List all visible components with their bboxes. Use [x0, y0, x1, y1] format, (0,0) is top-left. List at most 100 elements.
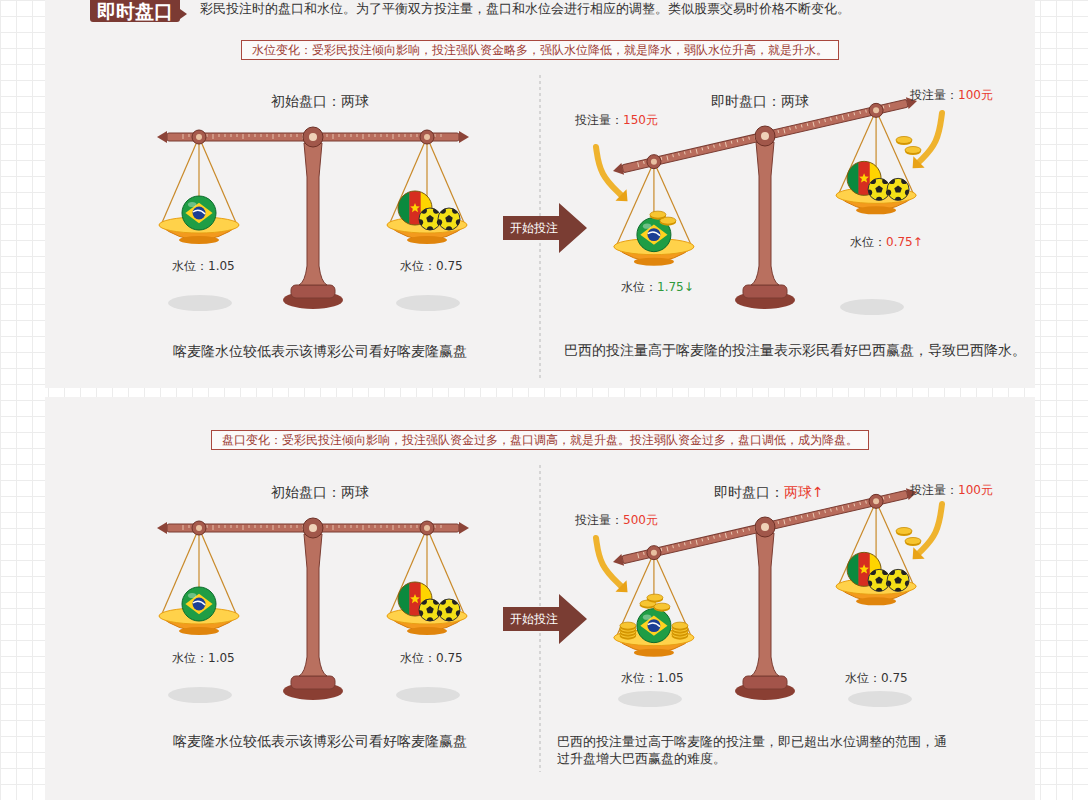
coin — [905, 538, 921, 545]
ball-patch — [885, 190, 891, 196]
intro-text: 彩民投注时的盘口和水位。为了平衡双方投注量，盘口和水位会进行相应的调整。类似股票… — [200, 1, 850, 18]
flag-stripe — [847, 552, 859, 586]
scale-pan — [159, 528, 239, 635]
beam-tick — [237, 525, 238, 528]
flag-band — [193, 601, 205, 605]
ball-patch — [870, 569, 876, 575]
beam-pivot — [755, 126, 775, 146]
beam-tick — [297, 525, 298, 528]
flag-stripe — [847, 161, 859, 195]
beam-tick — [836, 116, 838, 119]
beam-tick — [836, 507, 838, 510]
scale-pan — [836, 110, 916, 214]
beam-tick — [889, 495, 891, 498]
beam-tick — [363, 134, 364, 139]
ball-patch — [889, 569, 895, 575]
beam-tick — [690, 150, 692, 153]
bet-arrow-head — [615, 580, 627, 592]
bet-arrow-shaft — [919, 113, 942, 162]
stake-label: 投注量： — [910, 88, 958, 104]
hanger-knob-core — [424, 525, 430, 531]
arrow-text: 开始投注 — [510, 611, 558, 627]
flag-star — [410, 203, 420, 212]
ball-patch — [446, 617, 452, 623]
beam-tick — [381, 134, 382, 137]
beam-tick — [784, 520, 785, 525]
stake-value: 100元 — [958, 88, 993, 104]
beam-tick — [678, 544, 680, 547]
scale-pan — [159, 137, 239, 244]
beam-tick — [381, 525, 382, 528]
odds-label: 水位：1.05 — [621, 671, 684, 687]
note-box: 盘口变化：受彩民投注倾向影响，投注强队资金过多，盘口调高，就是升盘。投注弱队资金… — [211, 430, 869, 450]
beam-bar — [167, 133, 459, 141]
scale-base — [743, 285, 787, 298]
beam-tick — [291, 525, 292, 528]
caption-text: 巴西的投注量过高于喀麦隆的投注量，即已超出水位调整的范围，通过升盘增大巴西赢盘的… — [557, 734, 957, 768]
pan-shadow — [618, 691, 682, 707]
coin — [905, 147, 921, 154]
soccer-ball — [436, 207, 462, 232]
scale-pole — [751, 533, 779, 676]
beam-tick — [889, 104, 891, 107]
beam-tick — [638, 162, 639, 167]
beam-tick — [345, 134, 346, 137]
scale-base — [291, 285, 335, 298]
beam-tick — [865, 501, 867, 504]
scale-pole — [751, 142, 779, 285]
coin — [672, 622, 688, 629]
beam-tick — [345, 525, 346, 528]
ball-body — [182, 196, 216, 230]
beam-tick — [830, 509, 832, 512]
beam-tick — [405, 134, 406, 137]
arrow-body — [503, 203, 587, 253]
beam-tick — [279, 134, 280, 137]
beam-tick — [643, 552, 645, 555]
beam-tick — [719, 143, 721, 146]
beam-tick — [859, 111, 861, 114]
soccer-ball — [417, 207, 443, 232]
stake-label: 投注量： — [575, 113, 623, 129]
beam-tick — [672, 545, 674, 548]
beam-tick — [183, 134, 184, 139]
odds-label: 水位：1.05 — [172, 259, 235, 275]
beam-tick — [784, 129, 785, 134]
beam-tick — [684, 152, 686, 155]
beam-tick — [813, 513, 814, 518]
ball-patch — [882, 178, 888, 184]
flag-globe — [193, 207, 206, 220]
beam-tick — [255, 525, 256, 528]
beam-tick — [393, 525, 394, 530]
ball-patch — [876, 197, 882, 203]
beam-tick — [393, 134, 394, 139]
ball-shine — [643, 615, 652, 620]
ball-patch — [876, 588, 882, 594]
beam-tick — [297, 134, 298, 137]
bet-arrow-shaft — [596, 147, 621, 195]
beam-end — [612, 163, 624, 177]
beam-tick — [213, 134, 214, 139]
soccer-ball — [436, 598, 462, 623]
scale-pan — [387, 137, 467, 244]
beam-tick — [777, 521, 779, 524]
pan-foot — [407, 627, 447, 635]
hanger-knob-core — [651, 550, 657, 556]
beam-tick — [255, 134, 256, 137]
ball-patch — [427, 617, 433, 623]
ball-patch — [901, 569, 907, 575]
ball-patch — [452, 598, 458, 604]
flag-star — [410, 594, 420, 603]
ball-patch — [875, 576, 883, 583]
bet-arrow — [913, 504, 942, 559]
ball-patch — [875, 185, 883, 192]
handicap-label: 即时盘口：两球 — [711, 92, 809, 110]
beam-tick — [842, 506, 843, 511]
flag-diamond — [185, 594, 212, 614]
ball-patch — [436, 610, 442, 616]
beam-tick — [273, 134, 274, 139]
beam-tick — [363, 525, 364, 530]
balance-scale — [157, 127, 469, 311]
arrow-text: 开始投注 — [510, 220, 558, 236]
beam-tick — [731, 532, 733, 535]
scale-pole — [299, 143, 327, 285]
